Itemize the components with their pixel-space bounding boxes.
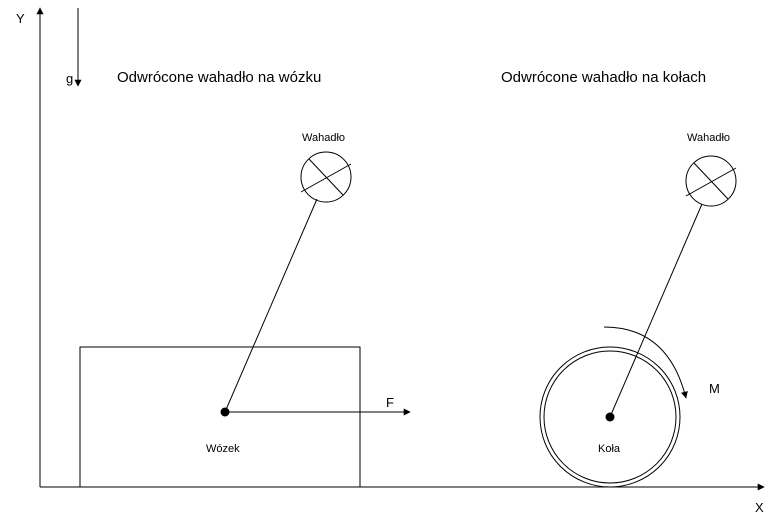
cart-pendulum-rod <box>224 198 318 413</box>
cart-system-title: Odwrócone wahadło na wózku <box>117 69 321 86</box>
cart-body <box>79 346 361 488</box>
wheel-label: Koła <box>598 443 621 455</box>
cart-label: Wózek <box>206 443 240 455</box>
wheel-system-title: Odwrócone wahadło na kołach <box>501 69 706 86</box>
x-axis-label: X <box>755 500 764 515</box>
wheel-axle-point <box>605 412 615 422</box>
wheel-pendulum-bob <box>685 155 737 207</box>
cart-pendulum-bob <box>300 151 352 203</box>
force-label: F <box>386 395 394 410</box>
moment-arrow <box>603 326 688 399</box>
wheel <box>539 346 681 488</box>
y-axis-label: Y <box>16 11 25 26</box>
wheel-pendulum-label: Wahadło <box>687 132 730 144</box>
cart-pendulum-label: Wahadło <box>302 132 345 144</box>
moment-label: M <box>709 381 720 396</box>
gravity-label: g <box>66 71 73 86</box>
wheel-pendulum-rod <box>609 203 703 418</box>
